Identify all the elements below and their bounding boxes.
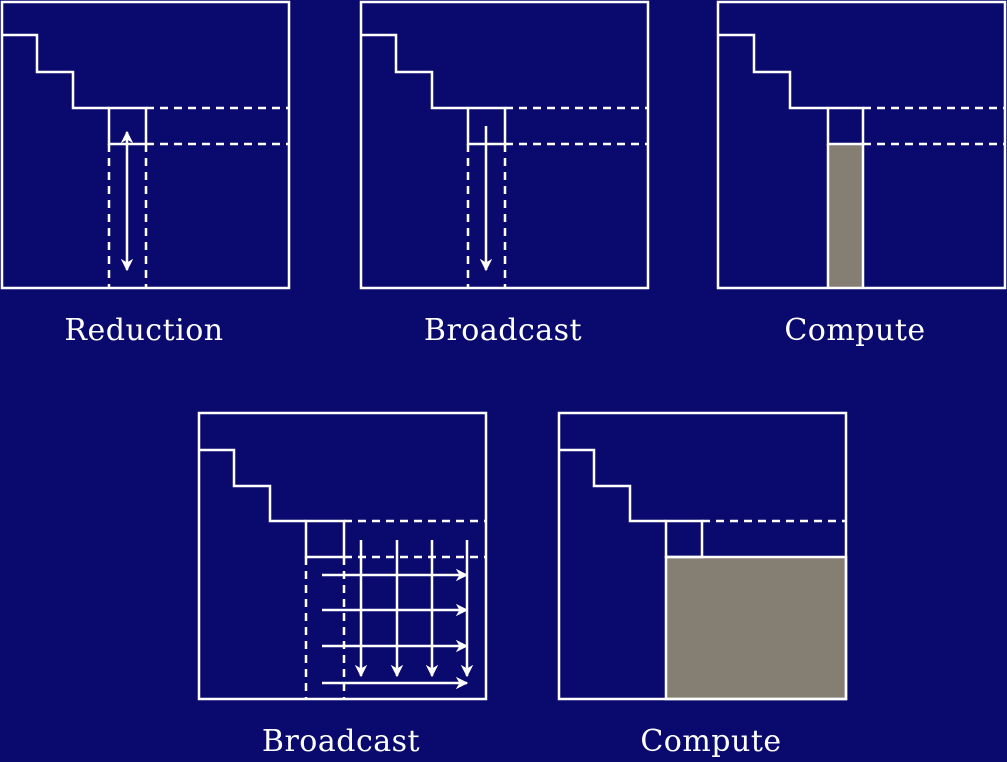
- caption-reduction: Reduction: [64, 313, 224, 348]
- pivot-block: [304, 519, 346, 559]
- matrix-outline: [716, 0, 1007, 290]
- caption-broadcast-column: Broadcast: [423, 313, 583, 348]
- panel-broadcast-grid: [197, 411, 488, 701]
- staircase-boundary: [2, 33, 109, 110]
- matrix-outline: [0, 0, 291, 290]
- matrix-outline: [557, 411, 848, 701]
- staircase-boundary: [361, 33, 468, 110]
- caption-broadcast-grid: Broadcast: [261, 724, 421, 759]
- caption-compute-column: Compute: [784, 313, 926, 348]
- panel-reduction: [0, 0, 291, 290]
- staircase-boundary: [559, 448, 666, 523]
- staircase-boundary: [718, 33, 828, 110]
- caption-compute-submatrix: Compute: [640, 724, 782, 759]
- computed-column-fill: [828, 144, 863, 287]
- panel-compute-submatrix: [557, 411, 848, 701]
- matrix-outline: [197, 411, 488, 701]
- panel-compute-column: [716, 0, 1007, 290]
- pivot-block: [664, 519, 704, 559]
- matrix-outline: [359, 0, 650, 290]
- panel-broadcast-column: [359, 0, 650, 290]
- computed-submatrix-fill: [664, 555, 848, 701]
- staircase-boundary: [199, 448, 306, 523]
- pivot-block: [826, 106, 865, 146]
